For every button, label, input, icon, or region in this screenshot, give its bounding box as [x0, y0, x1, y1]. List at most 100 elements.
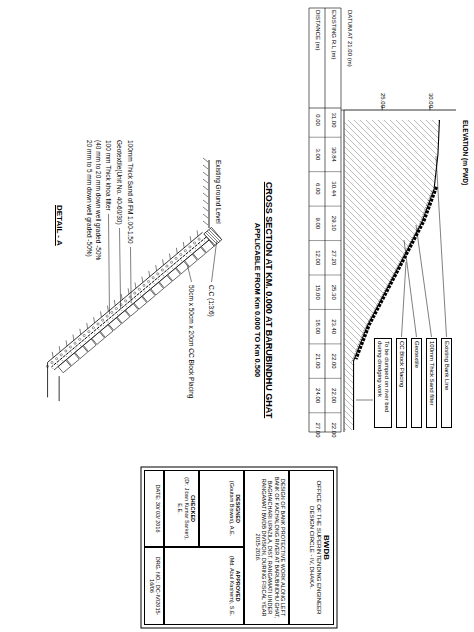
- callout-text: Existing Bank Line: [443, 341, 450, 425]
- khoa-stone: [170, 261, 172, 263]
- leader-line: [416, 225, 432, 337]
- khoa-stone: [138, 288, 140, 290]
- sand-dot: [93, 333, 95, 335]
- drawing-line: [309, 309, 341, 310]
- callout-box: Existing Bank Line: [441, 338, 452, 428]
- leader-line: [212, 241, 217, 282]
- drawing-line: [309, 8, 310, 432]
- khoa-stone: [101, 319, 103, 321]
- drawing-line: [309, 137, 341, 138]
- khoa-stone: [157, 273, 159, 275]
- drawing-line: [209, 160, 210, 228]
- drawing-line: [325, 8, 326, 432]
- sand-dot: [89, 337, 91, 339]
- drawing-line: [100, 311, 102, 317]
- sand-dot: [112, 317, 114, 319]
- table-cell: 21.00: [314, 354, 321, 369]
- sand-dot: [176, 263, 178, 265]
- callout-box: To be dumped on river bed during dredgin…: [374, 338, 392, 428]
- table-cell: 15.00: [314, 285, 321, 300]
- callout-text: Geotextile: [413, 341, 420, 425]
- drawing-line: [309, 206, 341, 207]
- sand-dot: [204, 240, 206, 242]
- title-block-frame: [141, 467, 337, 628]
- table-cell: 25.30: [330, 285, 337, 300]
- drawing-line: [162, 259, 164, 265]
- callout-label: C.C (1:3:6): [208, 285, 215, 317]
- sand-dot: [139, 294, 141, 296]
- title-block-text: (Md. Abul Kashem), S.E.: [228, 550, 234, 622]
- sand-dot: [52, 367, 54, 369]
- title-block-text: APPROVED: [235, 550, 241, 622]
- callout-label: Geotextile(Unit No. 40-60/30): [116, 140, 123, 225]
- drawing-line: [52, 352, 54, 358]
- khoa-stone: [88, 331, 90, 333]
- drawing-line: [309, 8, 341, 9]
- sand-dot: [103, 325, 105, 327]
- drawing-line: [86, 323, 88, 329]
- sand-dot: [66, 356, 68, 358]
- leader-line: [436, 156, 447, 337]
- sand-dot: [144, 290, 146, 292]
- sand-dot: [121, 310, 123, 312]
- title-block-text: DATE: 30/ 03/ 2016: [155, 473, 161, 544]
- khoa-stone: [51, 361, 53, 363]
- table-cell: 0.00: [314, 114, 321, 126]
- leader-line: [356, 400, 373, 401]
- sand-dot: [98, 329, 100, 331]
- sand-dot: [57, 364, 59, 366]
- table-cell: 27.20: [330, 250, 337, 265]
- khoa-stone: [83, 334, 85, 336]
- drawing-line: [203, 207, 208, 211]
- illustration: [46, 8, 456, 628]
- drawing-line: [93, 317, 95, 323]
- drawing-line: [128, 288, 130, 294]
- callout-box: 100mm Thick Sand filter: [426, 338, 437, 428]
- title-block-cell: APPROVED(Md. Abul Kashem), S.E.: [164, 547, 244, 625]
- drawing-line: [121, 294, 123, 300]
- drawing-line: [155, 265, 157, 271]
- khoa-stone: [124, 300, 126, 302]
- sand-dot: [135, 298, 137, 300]
- drawing-line: [47, 362, 48, 397]
- sand-dot: [84, 340, 86, 342]
- callout-label: Existing Ground Level: [215, 160, 222, 224]
- leader-line: [402, 262, 407, 337]
- title-block-text: DESIGNED: [235, 473, 241, 544]
- khoa-stone: [175, 257, 177, 259]
- khoa-stone: [115, 307, 117, 309]
- drawing-line: [309, 343, 341, 344]
- drawing-line: [203, 221, 208, 225]
- drawing-line: [59, 376, 60, 401]
- leader-line: [404, 240, 417, 337]
- sand-dot: [195, 248, 197, 250]
- callout-label: 50cm x 50cm x 20cm CC Block Placing: [188, 285, 195, 398]
- leader-line: [188, 266, 192, 282]
- leader-line: [130, 247, 132, 303]
- sand-dot: [172, 267, 174, 269]
- table-cell: 30.44: [330, 181, 337, 196]
- table-cell: 18.00: [314, 319, 321, 334]
- title-block-cell: DRG. NO.: DC-IV/2015-16/06: [144, 547, 164, 625]
- table-cell: 29.10: [330, 216, 337, 231]
- sand-dot: [75, 348, 77, 350]
- drawing-line: [203, 214, 208, 218]
- drawing-line: [135, 282, 137, 288]
- khoa-stone: [74, 342, 76, 344]
- drawing-line: [79, 329, 81, 335]
- detail-title: DETAIL - A: [55, 205, 64, 246]
- drawing-line: [203, 165, 208, 169]
- drawing-line: [51, 237, 206, 367]
- cc-block: [58, 360, 71, 373]
- row-label: DATUM AT 21.00 (m): [346, 10, 353, 67]
- drawing-line: [309, 108, 341, 109]
- drawing-line: [309, 378, 341, 379]
- khoa-stone: [184, 250, 186, 252]
- title-block-text: CHECKED: [190, 473, 196, 544]
- drawing-line: [203, 179, 208, 183]
- title-block-cell: CHECKED(Dr. Jiban Kumar Sarker), E.E.: [164, 470, 199, 547]
- khoa-stone: [152, 277, 154, 279]
- drawing-line: [352, 190, 433, 362]
- khoa-stone: [166, 265, 168, 267]
